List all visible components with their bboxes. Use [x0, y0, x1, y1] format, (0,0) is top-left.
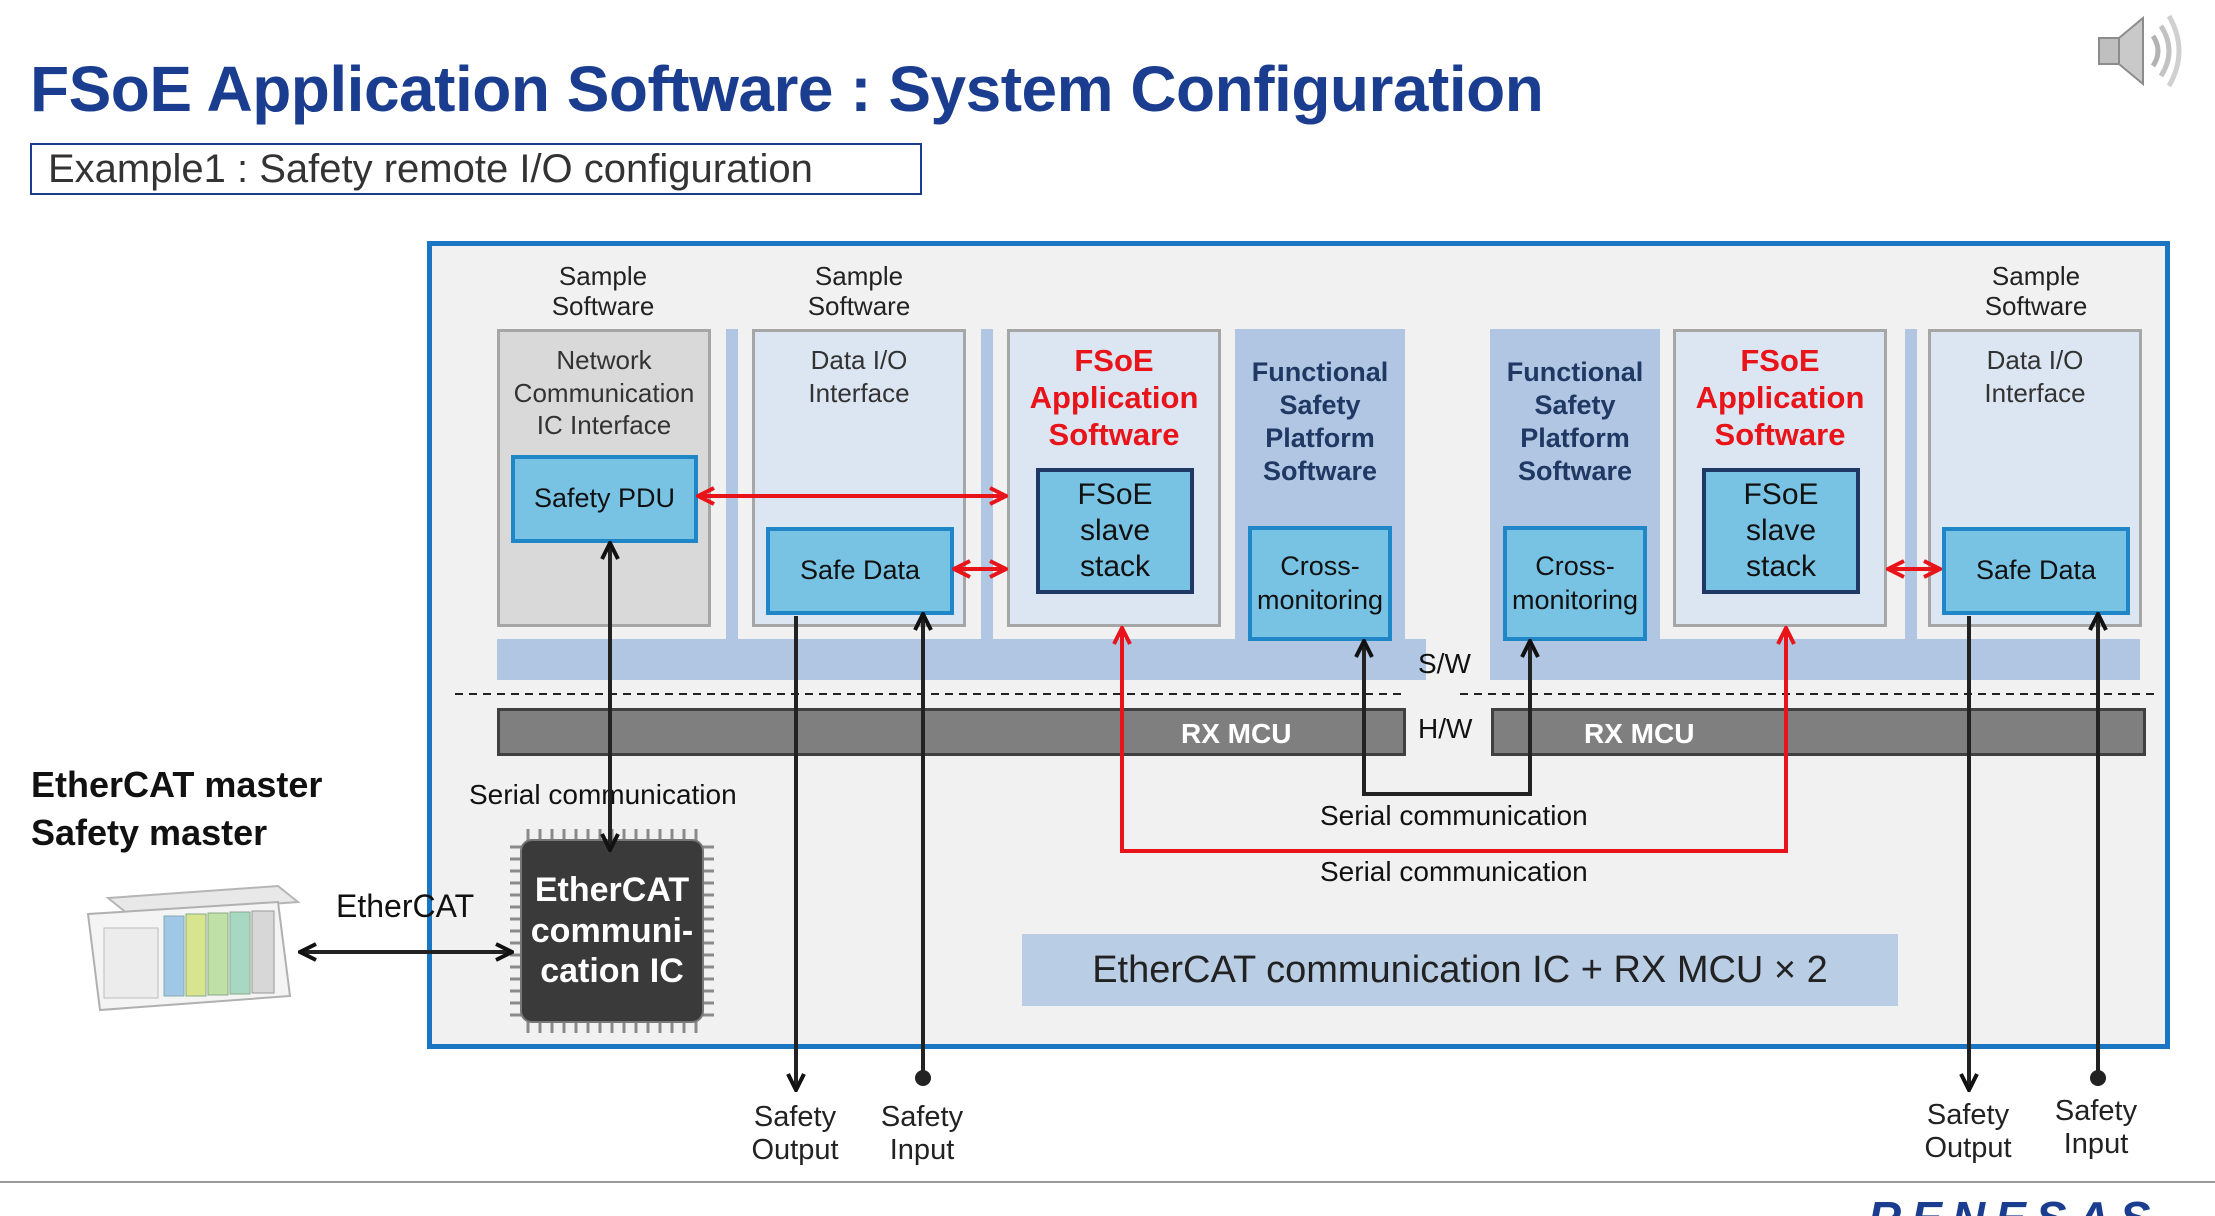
footer-divider: [0, 1181, 2215, 1183]
sample-software-label: Sample Software: [807, 261, 911, 321]
safety-input-dot-left: [915, 1070, 931, 1086]
safe-data-box-right: Safe Data: [1942, 527, 2130, 615]
page-title: FSoE Application Software : System Confi…: [30, 53, 1544, 125]
rx-mcu-bar-left: RX MCU: [497, 708, 1406, 756]
serial-comm-label-cross: Serial communication: [1320, 800, 1588, 831]
safety-output-label-right: Safety Output: [1924, 1099, 2012, 1165]
fsoe-app-label-right: FSoE Application Software: [1695, 343, 1865, 453]
fs-platform-label-left: Functional Safety Platform Software: [1251, 357, 1389, 486]
safe-data-box-left: Safe Data: [766, 527, 954, 615]
sample-software-label: Sample Software: [551, 261, 655, 321]
data-io-interface-label-right: Data I/O Interface: [1984, 345, 2086, 408]
safety-output-label-left: Safety Output: [751, 1101, 839, 1167]
data-io-interface-label-left: Data I/O Interface: [808, 345, 910, 408]
fsoe-slave-stack-left: FSoE slave stack: [1036, 468, 1194, 594]
ethercat-ic-label: EtherCAT communi- cation IC: [530, 870, 694, 991]
speaker-icon[interactable]: [2093, 8, 2189, 94]
sw-separator: [726, 329, 738, 639]
ethercat-comm-ic-chip: EtherCAT communi- cation IC: [522, 841, 702, 1021]
fsoe-slave-stack-right: FSoE slave stack: [1702, 468, 1860, 594]
rx-mcu-label: RX MCU: [1181, 718, 1292, 749]
serial-comm-label-fsoe: Serial communication: [1320, 856, 1588, 887]
fs-platform-label-right: Functional Safety Platform Software: [1506, 357, 1644, 486]
svg-text:RENESAS: RENESAS: [1868, 1196, 2160, 1216]
ethercat-master-title: EtherCAT master Safety master: [31, 764, 323, 853]
cross-monitoring-label: Cross- monitoring: [1256, 550, 1384, 615]
hw-label: H/W: [1418, 713, 1473, 744]
fsoe-slave-stack-label: FSoE slave stack: [1743, 478, 1819, 583]
safety-input-dot-right: [2090, 1070, 2106, 1086]
rx-mcu-label: RX MCU: [1584, 718, 1695, 749]
ethercat-label: EtherCAT: [336, 888, 475, 924]
cross-monitoring-box-left: Cross- monitoring: [1248, 526, 1392, 641]
chip-pins: [508, 827, 716, 1035]
cross-monitoring-label: Cross- monitoring: [1511, 550, 1639, 615]
plc-device-icon: [78, 868, 308, 1018]
fsoe-slave-stack-label: FSoE slave stack: [1077, 478, 1153, 583]
fsoe-app-label-left: FSoE Application Software: [1029, 343, 1199, 453]
brand-logo-fragment: RENESAS: [1860, 1196, 2215, 1216]
safety-pdu-box: Safety PDU: [511, 455, 698, 543]
safe-data-label: Safe Data: [1975, 555, 2097, 586]
fsoe-serial-loop: [1122, 630, 1786, 853]
safe-data-label: Safe Data: [799, 555, 921, 586]
cross-serial-loop: [1364, 643, 1530, 796]
net-comm-ic-interface-label: Network Communication IC Interface: [513, 345, 695, 440]
sample-software-label: Sample Software: [1984, 261, 2088, 321]
sw-layer-bar-right: [1490, 639, 2140, 680]
rx-mcu-bar-right: RX MCU: [1491, 708, 2146, 756]
example-label: Example1 : Safety remote I/O configurati…: [30, 143, 922, 195]
safety-input-label-left: Safety Input: [880, 1101, 964, 1167]
safety-pdu-label: Safety PDU: [533, 483, 676, 514]
safety-input-label-right: Safety Input: [2054, 1095, 2138, 1161]
sw-layer-bar-left: [497, 639, 1426, 680]
summary-box: EtherCAT communication IC + RX MCU × 2: [1022, 934, 1898, 1006]
